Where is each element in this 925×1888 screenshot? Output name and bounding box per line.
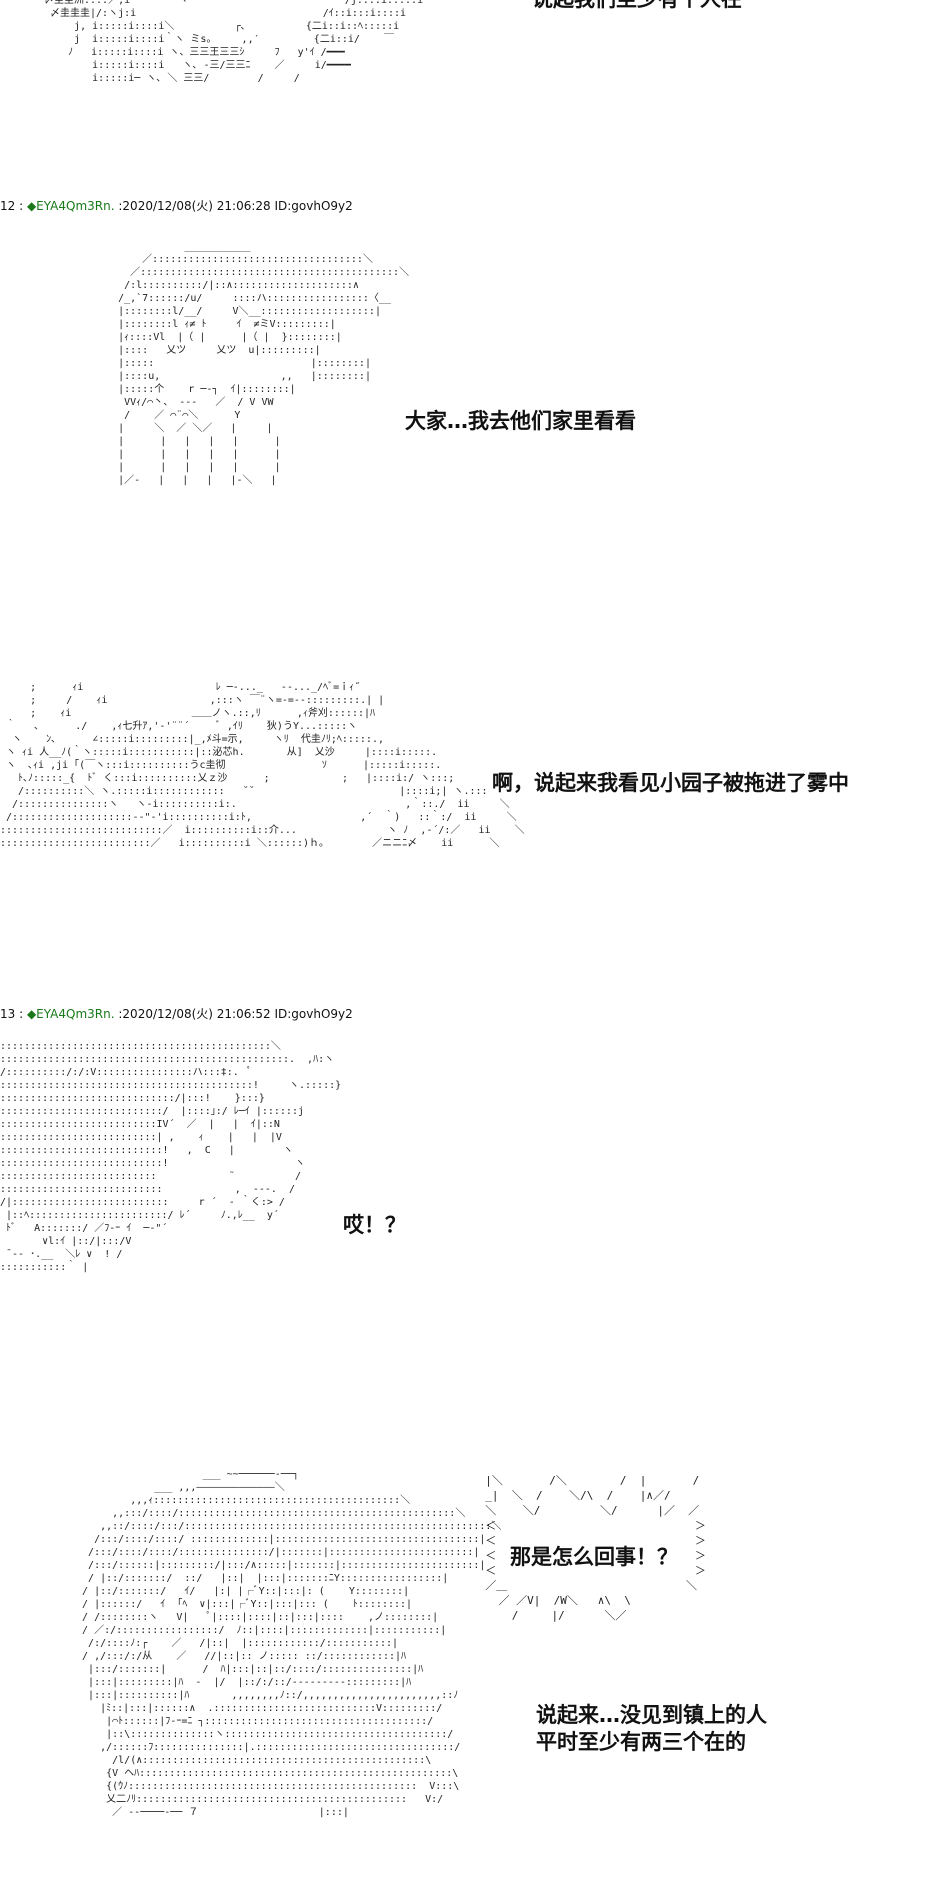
aa-shout-burst: |＼ /＼ / | / _| ＼ / ＼/\ / |∧／/ ＼ ＼/ ＼/ |／… (485, 1474, 706, 1622)
dialog-what-happened: 那是怎么回事！？ (510, 1545, 678, 1569)
dialog-no-people-1: 说起来…没见到镇上的人 (536, 1703, 767, 1727)
aa-girl-standing: ___________ ／:::::::::::::::::::::::::::… (118, 241, 410, 486)
post-trip[interactable]: ◆EYA4Qm3Rn. (26, 199, 115, 213)
dialog-top-cut: 说起我们至少有个人在 (532, 0, 742, 13)
post-id: ID:govhO9y2 (274, 199, 353, 213)
aa-top: 〆圭圭洲::::／;i ヽ /j::::i:::::i 〆圭圭圭|/:ヽj:i … (44, 0, 424, 84)
post-id: ID:govhO9y2 (274, 1007, 353, 1021)
dialog-everyone: 大家…我去他们家里看看 (405, 409, 636, 433)
aa-girl-thinking: ___ ~~──────‐──┐ ___ ,,,―――――――――――――＼ ,… (82, 1469, 502, 1818)
post-trip[interactable]: ◆EYA4Qm3Rn. (26, 1007, 115, 1021)
post-datetime: :2020/12/08(火) 21:06:52 (118, 1007, 271, 1021)
post-header-13: 13 : ◆EYA4Qm3Rn. :2020/12/08(火) 21:06:52… (0, 1007, 353, 1021)
post-header-12: 12 : ◆EYA4Qm3Rn. :2020/12/08(火) 21:06:28… (0, 199, 353, 213)
post-number: 12 (0, 199, 16, 213)
dialog-sonoko: 啊，说起来我看见小园子被拖进了雾中 (492, 771, 849, 795)
aa-girl-surprised: ::::::::::::::::::::::::::::::::::::::::… (0, 1041, 342, 1273)
post-number: 13 (0, 1007, 16, 1021)
post-datetime: :2020/12/08(火) 21:06:28 (118, 199, 271, 213)
dialog-huh: 哎！？ (343, 1213, 406, 1237)
dialog-no-people-2: 平时至少有两三个在的 (536, 1730, 746, 1754)
aa-fog-scene: ; ｨi ﾚ ─‐..._ ‐‐..._/ﾍﾞ=ｉｨ˝ ; / ｨi ,:::ヽ… (0, 682, 525, 849)
